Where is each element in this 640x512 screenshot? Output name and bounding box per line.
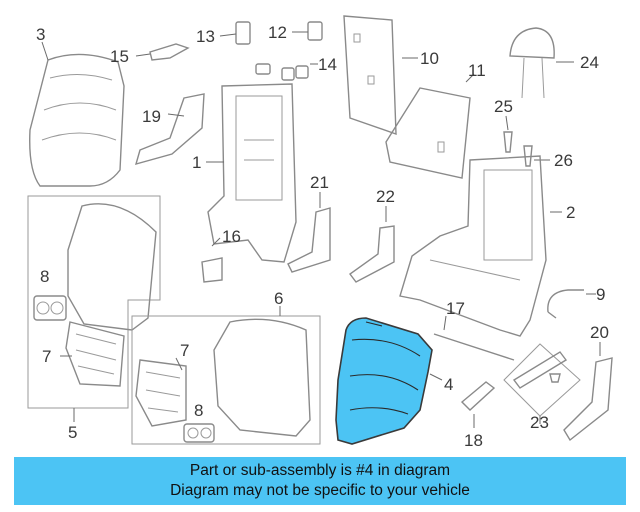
callout-24: 24 xyxy=(580,53,599,72)
leader-15 xyxy=(135,53,151,57)
callout-22: 22 xyxy=(376,187,395,206)
part-5-group-box xyxy=(27,195,161,409)
leader-7b xyxy=(175,357,183,371)
part-8-buttons-left xyxy=(33,295,67,321)
callout-2: 2 xyxy=(566,203,575,222)
part-13-bracket xyxy=(235,21,251,45)
callout-19: 19 xyxy=(142,107,161,126)
part-9-cable xyxy=(547,289,584,319)
part-7-pad-left xyxy=(65,321,125,387)
part-21-side-cover xyxy=(287,207,331,273)
part-3-seat-back-cover xyxy=(29,53,125,187)
callout-6: 6 xyxy=(274,289,283,308)
banner-line-disclaimer: Diagram may not be specific to your vehi… xyxy=(170,482,470,499)
leader-3 xyxy=(41,41,49,61)
callout-13: 13 xyxy=(196,27,215,46)
part-6-group-box xyxy=(131,315,321,445)
part-19-side-bracket xyxy=(134,93,205,166)
part-15-clip xyxy=(149,43,190,61)
callout-1: 1 xyxy=(192,153,201,172)
leader-17 xyxy=(443,315,447,331)
info-banner: Part or sub-assembly is #4 in diagram Di… xyxy=(14,457,626,505)
callout-9: 9 xyxy=(596,285,605,304)
leader-25 xyxy=(505,115,509,131)
part-23-trim-group xyxy=(503,343,581,417)
part-8-buttons-right xyxy=(183,423,215,443)
part-24-headrest xyxy=(509,27,555,99)
callout-8-right: 8 xyxy=(194,401,203,420)
callout-23: 23 xyxy=(530,413,549,432)
part-22-side-cover xyxy=(349,225,395,283)
seat-parts-diagram: 3 15 13 12 14 10 11 24 25 26 19 1 2 21 2… xyxy=(27,15,613,450)
part-18-latch xyxy=(460,381,496,411)
callout-25: 25 xyxy=(494,97,513,116)
callout-12: 12 xyxy=(268,23,287,42)
leader-13 xyxy=(219,33,237,37)
callout-21: 21 xyxy=(310,173,329,192)
leader-11 xyxy=(465,73,475,83)
part-12-bracket xyxy=(307,21,323,41)
part-25-guide xyxy=(503,131,513,153)
part-7-pad-right xyxy=(135,359,187,427)
leader-4 xyxy=(429,373,443,381)
callout-11: 11 xyxy=(468,61,486,80)
callout-15: 15 xyxy=(110,47,129,66)
callout-7-right: 7 xyxy=(180,341,189,360)
leader-19 xyxy=(167,113,185,117)
part-26-guide xyxy=(523,145,533,167)
callout-20: 20 xyxy=(590,323,609,342)
callout-5: 5 xyxy=(68,423,77,442)
callout-16: 16 xyxy=(222,227,241,246)
part-10-back-panel xyxy=(343,15,397,135)
callout-8-left: 8 xyxy=(40,267,49,286)
callout-4: 4 xyxy=(444,375,453,394)
part-2-seat-frame xyxy=(399,155,547,337)
callout-14: 14 xyxy=(318,55,337,74)
part-14-clips xyxy=(255,63,309,81)
callout-10: 10 xyxy=(420,49,439,68)
part-4-seat-back-highlighted xyxy=(335,317,433,445)
callout-26: 26 xyxy=(554,151,573,170)
part-17-rod xyxy=(433,333,515,361)
part-11-back-panel xyxy=(385,87,471,179)
part-1-seat-frame xyxy=(207,83,297,263)
part-16-knob xyxy=(201,257,223,283)
callout-17: 17 xyxy=(446,299,465,318)
callout-18: 18 xyxy=(464,431,483,450)
callout-7-left: 7 xyxy=(42,347,51,366)
callout-3: 3 xyxy=(36,25,45,44)
leader-16 xyxy=(211,237,221,247)
banner-line-part-info: Part or sub-assembly is #4 in diagram xyxy=(189,462,451,479)
part-20-side-trim xyxy=(563,357,613,442)
